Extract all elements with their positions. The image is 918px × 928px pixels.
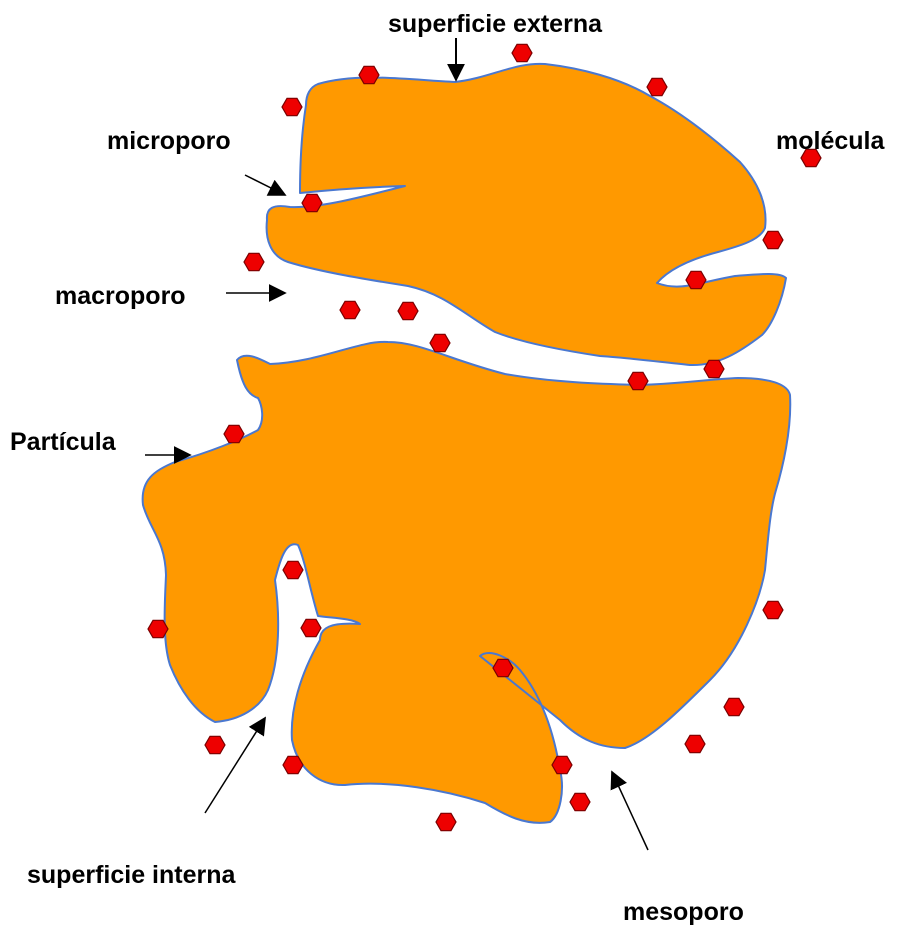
molecule-hexagon bbox=[283, 561, 303, 578]
molecule-hexagon bbox=[512, 44, 532, 61]
molecule-hexagon bbox=[398, 302, 418, 319]
molecule-hexagon bbox=[685, 735, 705, 752]
molecule-hexagon bbox=[301, 619, 321, 636]
molecule-hexagon bbox=[340, 301, 360, 318]
molecule-hexagon bbox=[552, 756, 572, 773]
molecule-hexagon bbox=[244, 253, 264, 270]
label-particula: Partícula bbox=[10, 428, 117, 456]
mesoporo-arrow bbox=[612, 772, 648, 850]
molecule-hexagon bbox=[359, 66, 379, 83]
molecule-hexagon bbox=[205, 736, 225, 753]
molecule-hexagon bbox=[763, 601, 783, 618]
molecule-hexagon bbox=[647, 78, 667, 95]
molecule-hexagon bbox=[430, 334, 450, 351]
label-macroporo: macroporo bbox=[55, 282, 186, 310]
molecule-hexagon bbox=[224, 425, 244, 442]
molecule-hexagon bbox=[763, 231, 783, 248]
molecule-hexagon bbox=[282, 98, 302, 115]
upper-particle bbox=[267, 64, 786, 365]
microporo-arrow bbox=[245, 175, 285, 195]
label-mesoporo: mesoporo bbox=[623, 898, 744, 926]
molecule-hexagon bbox=[148, 620, 168, 637]
label-microporo: microporo bbox=[107, 127, 231, 155]
molecule-hexagon bbox=[628, 372, 648, 389]
molecule-hexagon bbox=[704, 360, 724, 377]
superficie-interna-arrow bbox=[205, 718, 265, 813]
molecule-hexagon bbox=[724, 698, 744, 715]
molecule-hexagon bbox=[436, 813, 456, 830]
label-superficie-interna: superficie interna bbox=[27, 861, 236, 889]
molecule-hexagon bbox=[302, 194, 322, 211]
label-superficie-externa: superficie externa bbox=[388, 10, 603, 38]
molecule-hexagon bbox=[283, 756, 303, 773]
label-molecula: molécula bbox=[776, 127, 885, 155]
molecule-hexagon bbox=[493, 659, 513, 676]
molecule-hexagon bbox=[686, 271, 706, 288]
molecule-hexagon bbox=[570, 793, 590, 810]
